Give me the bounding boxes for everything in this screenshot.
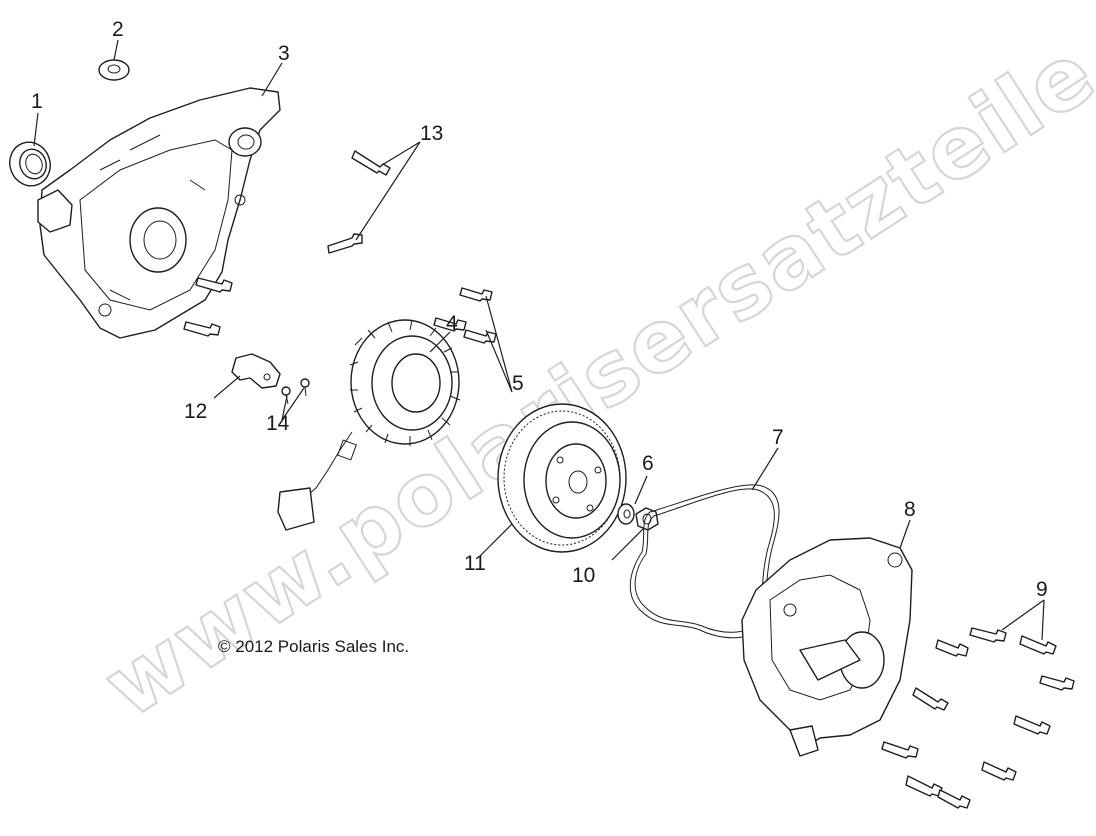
leader-lines (33, 39, 1045, 641)
part-14-screws (281, 378, 310, 405)
callout-13: 13 (420, 122, 443, 145)
part-6-washer (617, 503, 635, 525)
part-9-bolts (881, 627, 1075, 809)
callout-11: 11 (464, 552, 486, 575)
callout-12: 12 (184, 400, 207, 423)
callout-7: 7 (772, 426, 784, 449)
part-12-clip (231, 353, 281, 389)
part-3-crankcase-cover (37, 87, 281, 339)
part-11-flywheel (497, 403, 627, 553)
callout-1: 1 (31, 90, 43, 113)
part-4-stator (277, 319, 461, 531)
callout-4: 4 (446, 312, 458, 335)
copyright-notice: © 2012 Polaris Sales Inc. (218, 637, 409, 656)
callout-labels: 1 2 3 4 5 6 7 8 9 10 11 12 13 14 (31, 18, 1048, 601)
part-1-seal (9, 141, 51, 187)
part-5-bolts (433, 287, 497, 344)
part-10-nut (635, 507, 659, 531)
callout-8: 8 (904, 498, 916, 521)
callout-14: 14 (266, 412, 290, 435)
callout-2: 2 (112, 18, 124, 41)
callout-6: 6 (642, 452, 654, 475)
part-13-bolts (183, 150, 391, 337)
callout-9: 9 (1036, 578, 1048, 601)
part-8-stator-cover (741, 537, 913, 757)
callout-5: 5 (512, 372, 524, 395)
part-2-washer (98, 59, 130, 81)
callout-3: 3 (278, 42, 290, 65)
callout-10: 10 (572, 564, 595, 587)
